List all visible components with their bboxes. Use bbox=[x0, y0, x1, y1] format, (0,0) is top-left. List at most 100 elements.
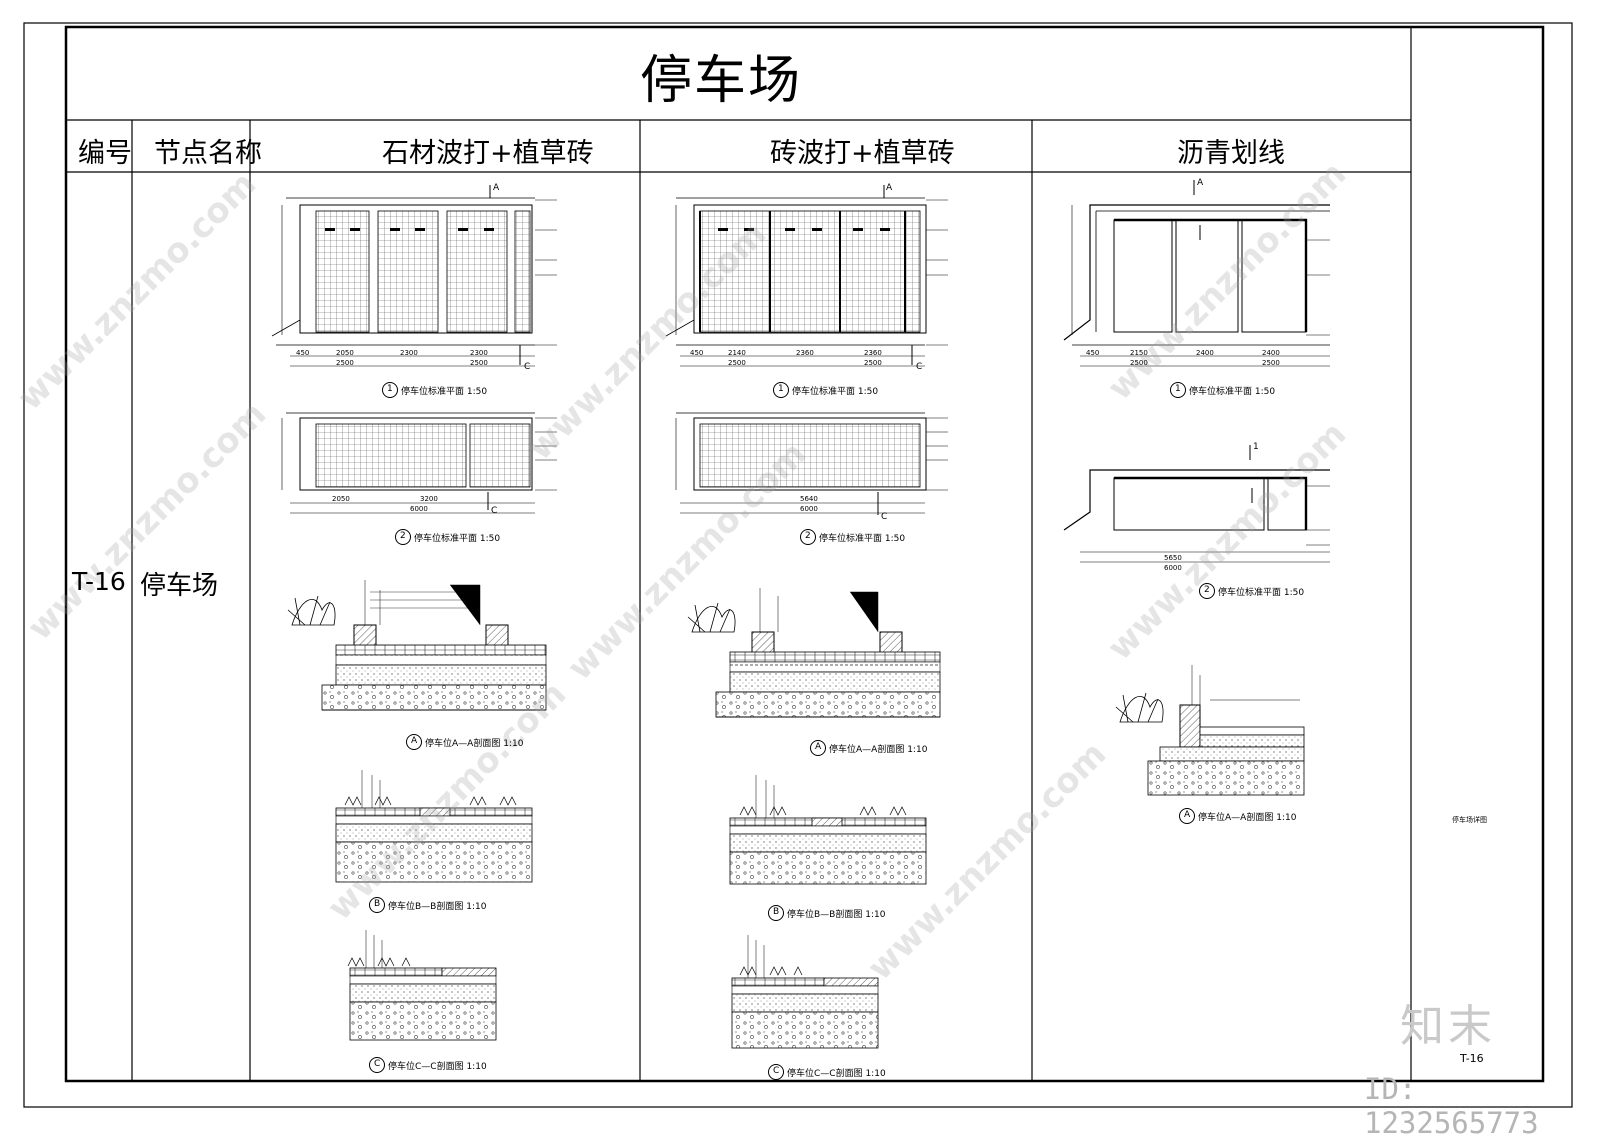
caption-text: 停车位标准平面 bbox=[1218, 588, 1282, 598]
header-col2: 砖波打+植草砖 bbox=[770, 138, 955, 169]
col1-section-bb bbox=[335, 770, 533, 883]
section-cut-label: A bbox=[1197, 178, 1204, 188]
dim-label: 2500 bbox=[1262, 359, 1280, 367]
col1-section-cc-caption: 停车位C—C剖面图 1:10 bbox=[388, 1059, 487, 1072]
caption-scale: 1:10 bbox=[865, 1069, 886, 1079]
marker-label: C bbox=[773, 1066, 780, 1076]
col1-plan1 bbox=[271, 185, 557, 367]
col3-plan2 bbox=[1063, 445, 1330, 563]
marker-label: 2 bbox=[805, 531, 811, 541]
marker-label: 1 bbox=[387, 384, 393, 394]
col2-section-bb-caption: 停车位B—B剖面图 1:10 bbox=[787, 907, 885, 920]
caption-scale: 1:10 bbox=[466, 1062, 487, 1072]
section-cut-label: C bbox=[916, 362, 923, 372]
dim-label: 2500 bbox=[1130, 359, 1148, 367]
marker-label: 2 bbox=[1204, 585, 1210, 595]
col1-plan2-caption: 停车位标准平面 1:50 bbox=[414, 531, 500, 544]
dim-label: 2500 bbox=[864, 359, 882, 367]
dim-label: 2500 bbox=[728, 359, 746, 367]
col1-plan1-caption: 停车位标准平面 1:50 bbox=[401, 384, 487, 397]
col2-plan2-caption: 停车位标准平面 1:50 bbox=[819, 531, 905, 544]
caption-scale: 1:50 bbox=[466, 387, 488, 397]
col2-section-aa-caption: 停车位A—A剖面图 1:10 bbox=[829, 742, 927, 755]
caption-text: 停车位标准平面 bbox=[414, 534, 478, 544]
col1-section-bb-caption: 停车位B—B剖面图 1:10 bbox=[388, 899, 486, 912]
row-name: 停车场 bbox=[140, 571, 219, 601]
section-cut-label: 1 bbox=[1253, 442, 1259, 452]
dim-label: 5640 bbox=[800, 495, 818, 503]
marker-circles bbox=[369, 382, 1215, 1080]
caption-scale: 1:50 bbox=[1254, 387, 1276, 397]
col2-section-aa bbox=[687, 588, 941, 718]
col1-plan2 bbox=[281, 412, 557, 514]
watermark-logo: 知末 bbox=[1400, 1001, 1496, 1052]
dim-label: 5650 bbox=[1164, 554, 1182, 562]
section-cut-label: A bbox=[493, 183, 500, 193]
col2-plan1 bbox=[665, 185, 948, 367]
section-cut-label: C bbox=[881, 512, 888, 522]
dim-label: 2050 bbox=[336, 349, 354, 357]
marker-label: A bbox=[1184, 810, 1191, 820]
dim-label: 2050 bbox=[332, 495, 350, 503]
caption-scale: 1:50 bbox=[1283, 588, 1305, 598]
caption-scale: 1:10 bbox=[503, 739, 524, 749]
outer-frame bbox=[23, 22, 1573, 1108]
caption-text: 停车位C—C剖面图 bbox=[388, 1062, 464, 1072]
marker-label: C bbox=[374, 1059, 381, 1069]
dim-label: 450 bbox=[1086, 349, 1100, 357]
sheet-number: T-16 bbox=[1460, 1052, 1484, 1065]
section-cut-label: C bbox=[491, 506, 498, 516]
page-title: 停车场 bbox=[640, 51, 803, 111]
marker-label: B bbox=[773, 907, 780, 917]
col2-section-cc-caption: 停车位C—C剖面图 1:10 bbox=[787, 1066, 886, 1079]
caption-scale: 1:10 bbox=[865, 910, 886, 920]
col2-plan1-caption: 停车位标准平面 1:50 bbox=[792, 384, 878, 397]
dim-label: 2360 bbox=[796, 349, 814, 357]
col1-section-cc bbox=[347, 930, 497, 1041]
dim-label: 2300 bbox=[400, 349, 418, 357]
marker-label: A bbox=[815, 742, 822, 752]
side-note: 停车场详图 bbox=[1452, 816, 1487, 824]
marker-label: 1 bbox=[778, 384, 784, 394]
caption-scale: 1:50 bbox=[479, 534, 501, 544]
marker-label: A bbox=[411, 736, 418, 746]
caption-scale: 1:10 bbox=[466, 902, 487, 912]
dim-label: 2400 bbox=[1196, 349, 1214, 357]
caption-text: 停车位B—B剖面图 bbox=[388, 902, 464, 912]
marker-label: B bbox=[374, 899, 381, 909]
caption-text: 停车位标准平面 bbox=[1189, 387, 1253, 397]
dim-label: 6000 bbox=[1164, 564, 1182, 572]
dim-label: 450 bbox=[690, 349, 704, 357]
col3-section-aa bbox=[1115, 665, 1305, 796]
caption-scale: 1:50 bbox=[884, 534, 906, 544]
col3-plan1-caption: 停车位标准平面 1:50 bbox=[1189, 384, 1275, 397]
dim-label: 6000 bbox=[410, 505, 428, 513]
caption-text: 停车位C—C剖面图 bbox=[787, 1069, 863, 1079]
caption-text: 停车位A—A剖面图 bbox=[425, 739, 501, 749]
section-cut-label: C bbox=[524, 362, 531, 372]
caption-text: 停车位A—A剖面图 bbox=[829, 745, 905, 755]
dim-label: 3200 bbox=[420, 495, 438, 503]
caption-scale: 1:10 bbox=[1276, 813, 1297, 823]
caption-text: 停车位标准平面 bbox=[401, 387, 465, 397]
dim-label: 2300 bbox=[470, 349, 488, 357]
col1-section-aa bbox=[287, 580, 547, 711]
inner-frame bbox=[64, 25, 1545, 1083]
header-code: 编号 bbox=[78, 138, 132, 169]
dim-label: 6000 bbox=[800, 505, 818, 513]
caption-text: 停车位标准平面 bbox=[819, 534, 883, 544]
caption-scale: 1:50 bbox=[857, 387, 879, 397]
col2-section-bb bbox=[729, 775, 927, 885]
caption-scale: 1:10 bbox=[907, 745, 928, 755]
col3-plan1 bbox=[1063, 180, 1330, 367]
marker-label: 2 bbox=[400, 531, 406, 541]
col1-section-aa-caption: 停车位A—A剖面图 1:10 bbox=[425, 736, 523, 749]
dim-label: 450 bbox=[296, 349, 310, 357]
dim-label: 2140 bbox=[728, 349, 746, 357]
section-cut-label: A bbox=[886, 183, 893, 193]
caption-text: 停车位A—A剖面图 bbox=[1198, 813, 1274, 823]
dim-label: 2400 bbox=[1262, 349, 1280, 357]
caption-text: 停车位B—B剖面图 bbox=[787, 910, 863, 920]
header-col1: 石材波打+植草砖 bbox=[382, 138, 594, 169]
dim-label: 2500 bbox=[470, 359, 488, 367]
